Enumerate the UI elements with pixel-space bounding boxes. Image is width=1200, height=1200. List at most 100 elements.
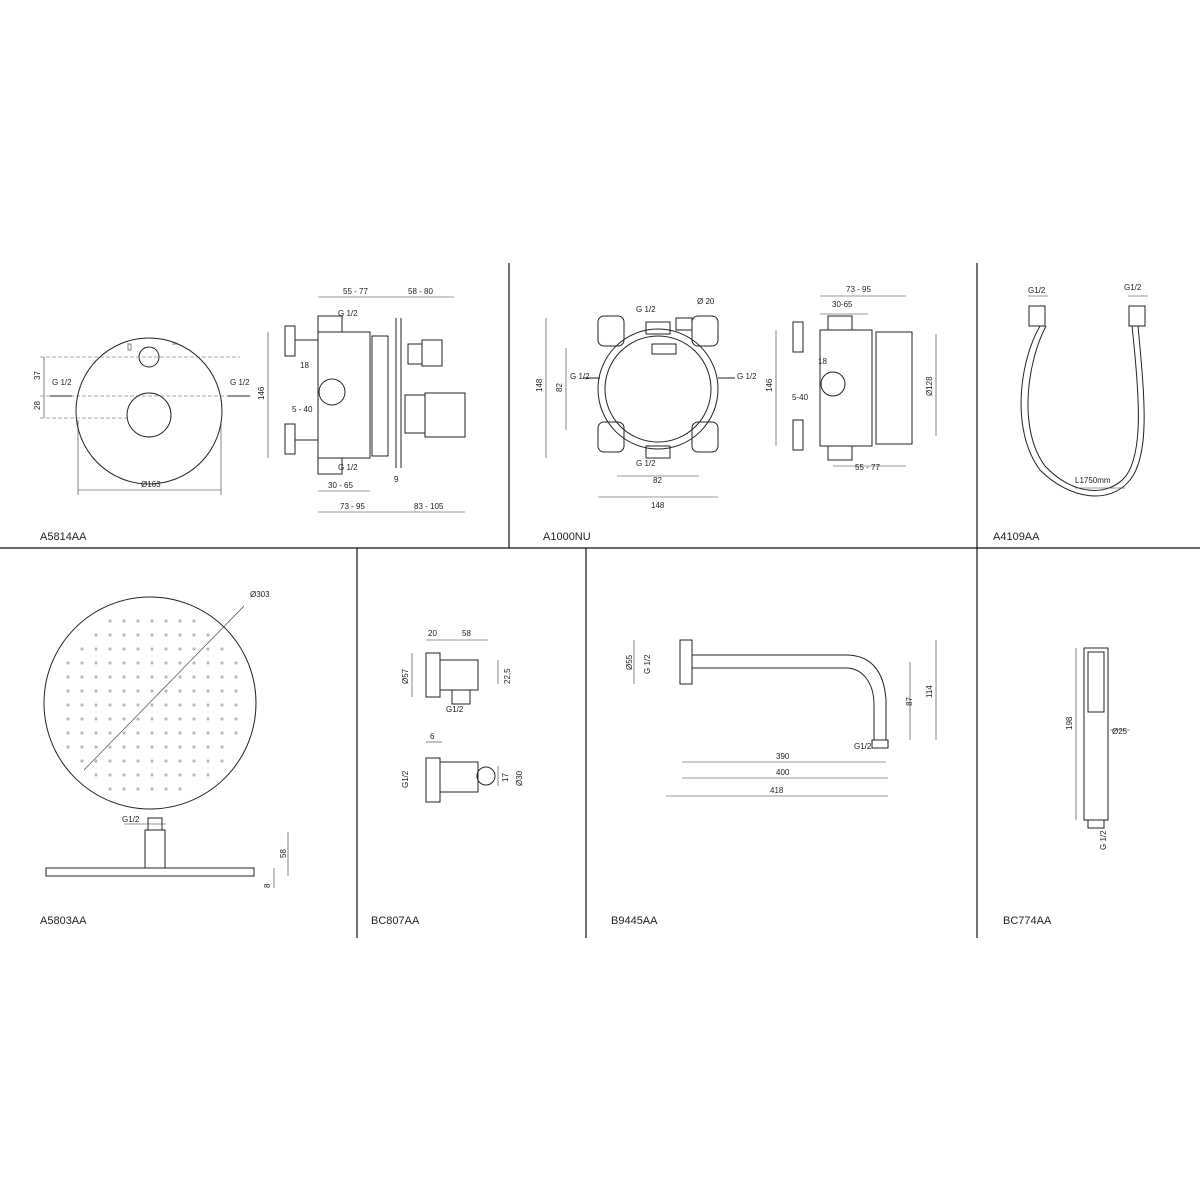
- nozzle-dot: [94, 647, 98, 651]
- mount-tab-tr: [691, 315, 719, 347]
- elbow-body: [439, 659, 479, 691]
- dim-text: G 1/2: [636, 459, 656, 468]
- dims-a5803aa: Ø303 G1/2 58 8: [122, 590, 288, 888]
- nozzle-dot: [108, 675, 112, 679]
- nozzle-dot: [94, 633, 98, 637]
- dim-text: Ø30: [515, 770, 524, 786]
- nozzle-dot: [220, 675, 224, 679]
- dim-text: 82: [555, 383, 564, 392]
- bracket-top: [792, 321, 804, 353]
- nozzle-dot: [164, 689, 168, 693]
- inlet-bottom: [317, 457, 343, 475]
- nozzle-dot: [94, 689, 98, 693]
- holder-flange: [425, 757, 441, 803]
- nozzle-dot: [178, 689, 182, 693]
- dim-text: 6: [430, 732, 435, 741]
- part-label: A4109AA: [993, 531, 1040, 543]
- nozzle-dot: [192, 633, 196, 637]
- box-body: [317, 331, 371, 459]
- dim-text: 114: [925, 685, 934, 698]
- nozzle-dot: [164, 675, 168, 679]
- nozzle-dot: [234, 689, 238, 693]
- nozzle-dot: [66, 703, 70, 707]
- nozzle-dot: [122, 703, 126, 707]
- dim-text: G 1/2: [570, 372, 590, 381]
- small-mark: [127, 343, 132, 351]
- nozzle-dot: [136, 759, 140, 763]
- part-labels: A5814AA A1000NU A4109AA A5803AA BC807AA …: [40, 531, 1052, 927]
- dim-text: 58 - 80: [408, 287, 433, 296]
- nozzle-dot: [150, 717, 154, 721]
- nozzle-dot: [150, 675, 154, 679]
- nozzle-dot: [108, 717, 112, 721]
- nozzle-dot: [178, 633, 182, 637]
- nozzle-dot: [150, 773, 154, 777]
- dims-a5814aa: 55 - 77 58 - 80 G 1/2 G 1/2 G 1/2 G 1/2 …: [33, 287, 444, 511]
- nozzle-dot: [108, 647, 112, 651]
- dims-a4109aa: G1/2 G1/2 L1750mm: [1028, 283, 1142, 485]
- dim-text: G 1/2: [230, 378, 250, 387]
- dim-text: Ø128: [925, 376, 934, 396]
- nozzle-dot: [136, 787, 140, 791]
- nozzle-dot: [234, 675, 238, 679]
- nozzle-dot: [178, 647, 182, 651]
- part-label: A5803AA: [40, 915, 87, 927]
- nozzle-dot: [150, 745, 154, 749]
- nozzle-dot: [108, 633, 112, 637]
- nozzle-dot: [122, 689, 126, 693]
- dim-text: G1/2: [1124, 283, 1142, 292]
- nozzle-dot: [234, 717, 238, 721]
- holder-body: [439, 761, 479, 793]
- nozzle-dot: [66, 745, 70, 749]
- nozzle-dot: [108, 787, 112, 791]
- nozzle-dot: [164, 647, 168, 651]
- hose-curve: [1020, 325, 1145, 497]
- head-connector: [144, 829, 166, 869]
- box-side-ribs: [875, 331, 913, 445]
- dims-b9445aa: Ø55 G 1/2 87 114 G1/2 390 400 418: [625, 654, 934, 795]
- dim-text: 55 - 77: [343, 287, 368, 296]
- nozzle-dot: [192, 703, 196, 707]
- nozzle-dot: [192, 647, 196, 651]
- nozzle-dot: [94, 675, 98, 679]
- nozzle-dot: [136, 675, 140, 679]
- nozzle-dot: [108, 619, 112, 623]
- nozzle-dot: [136, 731, 140, 735]
- nozzle-dot: [234, 731, 238, 735]
- nozzle-dot: [192, 619, 196, 623]
- stop-knob-side: [407, 343, 423, 365]
- trim-plate: [75, 337, 223, 485]
- nozzle-dot: [206, 661, 210, 665]
- nozzle-dot: [66, 675, 70, 679]
- nozzle-dot: [122, 647, 126, 651]
- nozzle-dot: [122, 619, 126, 623]
- dim-text: 390: [776, 752, 790, 761]
- dims-a1000nu: G 1/2 Ø 20 G 1/2 G 1/2 G 1/2 148 82 82 1…: [535, 285, 934, 510]
- nozzle-dot: [66, 689, 70, 693]
- dia-line: [83, 605, 245, 771]
- nozzle-dot: [192, 731, 196, 735]
- thermo-body: [404, 394, 426, 434]
- nozzle-dot: [220, 717, 224, 721]
- box-plaster-guard: [371, 335, 389, 457]
- nozzle-dot: [122, 773, 126, 777]
- dim-text: 17: [501, 773, 510, 782]
- nozzle-dot: [164, 773, 168, 777]
- nozzle-dot: [220, 731, 224, 735]
- nozzle-dot: [150, 619, 154, 623]
- hose-curve-inner: [1027, 325, 1139, 491]
- nozzle-dot: [122, 675, 126, 679]
- part-label: BC774AA: [1003, 915, 1052, 927]
- nozzle-dot: [150, 661, 154, 665]
- nozzle-dot: [108, 689, 112, 693]
- nozzle-dot: [178, 619, 182, 623]
- nozzle-dot: [220, 689, 224, 693]
- panel-thermostat-trim: [40, 296, 466, 513]
- elbow-flange: [425, 652, 441, 698]
- nozzle-dot: [94, 759, 98, 763]
- nozzle-dot: [192, 745, 196, 749]
- nozzle-dot: [150, 759, 154, 763]
- dim-text: 5-40: [792, 393, 809, 402]
- panel-installation-box: [545, 295, 937, 498]
- dim-text: 73 - 95: [340, 502, 365, 511]
